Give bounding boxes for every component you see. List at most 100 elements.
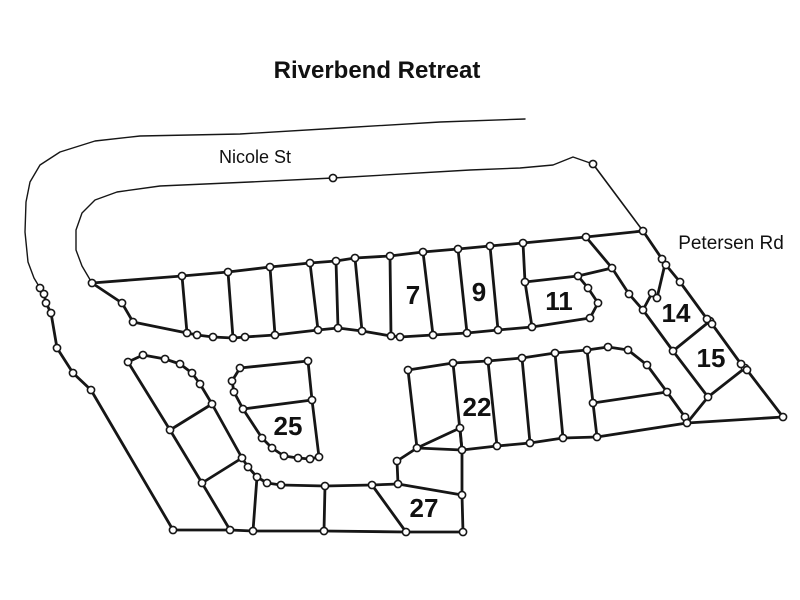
vertex-node [458,527,468,537]
vertex-node [303,356,313,366]
vertex-node [187,368,197,378]
vertex-node [573,271,583,281]
vertex-node [223,267,233,277]
vertex-node [403,365,413,375]
vertex-node [128,317,138,327]
row22-corner [415,426,464,452]
vertex-node [175,359,185,369]
boundary-west [38,286,175,532]
street-label: Petersen Rd [678,233,784,254]
vertex-node [550,348,560,358]
vertex-node [393,479,403,489]
vertex-node [270,330,280,340]
teardrop-north-arc [126,353,244,460]
map-title: Riverbend Retreat [273,57,481,84]
row1-lot-line-6 [353,256,364,333]
vertex-node [588,159,598,169]
vertex-node [401,527,411,537]
vertex-node [624,289,634,299]
vertex-node [483,356,493,366]
vertex-node [736,359,746,369]
vertex-node [662,387,672,397]
teardrop-divider-2 [200,456,244,485]
vertex-node [638,305,648,315]
vertex-node [778,412,788,422]
lot11-point [576,274,600,320]
street-label: Nicole St [219,147,291,167]
vertex-node [267,443,277,453]
vertex-node [237,453,247,463]
vertex-node [35,283,45,293]
row22-west-edge [406,368,419,450]
vertex-node [276,480,286,490]
lot-number-label: 25 [274,411,303,441]
row1-lot-line-2 [226,270,235,340]
vertex-node [418,247,428,257]
vertex-node [165,425,175,435]
vertex-node [638,226,648,236]
vertex-node [742,365,752,375]
vertex-node [527,322,537,332]
vertex-node [558,433,568,443]
vertex-node [485,241,495,251]
vertex-node [314,452,324,462]
vertex-node [392,456,402,466]
vertex-node [350,253,360,263]
vertex-node [331,256,341,266]
vertex-node [182,328,192,338]
row1-lot-line-9 [456,247,469,335]
street-stub [251,475,259,533]
vertex-node [581,232,591,242]
vertex-node [682,418,692,428]
vertex-node [138,350,148,360]
vertex-node [652,293,662,303]
vertex-node [593,298,603,308]
nicole-st-south-edge [75,156,594,284]
row22-top-edge [406,345,687,419]
vertex-node [243,462,253,472]
vertex-node [328,173,338,183]
row1-lot-line-1 [180,274,189,335]
vertex-node [46,308,56,318]
vertex-node [457,445,467,455]
vertex-node [462,328,472,338]
nicole-st-north-edge [24,118,526,289]
vertex-node [208,332,218,342]
vertex-node [177,271,187,281]
vertex-node [657,254,667,264]
vertex-node [238,404,248,414]
vertex-node [661,260,671,270]
vertex-node [192,330,202,340]
vertex-node [675,277,685,287]
row22-lot-line-4 [553,351,565,440]
vertex-node [642,360,652,370]
vertex-node [520,277,530,287]
vertex-node [293,453,303,463]
vertex-node [455,423,465,433]
vertex-node [702,314,712,324]
vertex-node [160,354,170,364]
vertex-node [240,332,250,342]
vertex-node [52,343,62,353]
vertex-node [517,353,527,363]
vertex-node [385,251,395,261]
vertex-node [227,376,237,386]
lot-number-label: 15 [697,343,726,373]
lot-number-label: 22 [463,392,492,422]
vertex-node [703,392,713,402]
vertex-node [305,258,315,268]
lot-number-label: 9 [472,277,486,307]
apex-connector [610,266,645,312]
vertex-node [41,298,51,308]
vertex-node [623,345,633,355]
vertex-node [582,345,592,355]
vertex-node [412,443,422,453]
street-vertical [322,484,327,533]
vertex-node [583,283,593,293]
vertex-node [518,238,528,248]
lot16-west-edge [685,395,710,425]
vertex-node [86,385,96,395]
vertex-node [262,478,272,488]
row1-lot-line-3 [268,265,277,337]
block25-divider [241,398,314,411]
